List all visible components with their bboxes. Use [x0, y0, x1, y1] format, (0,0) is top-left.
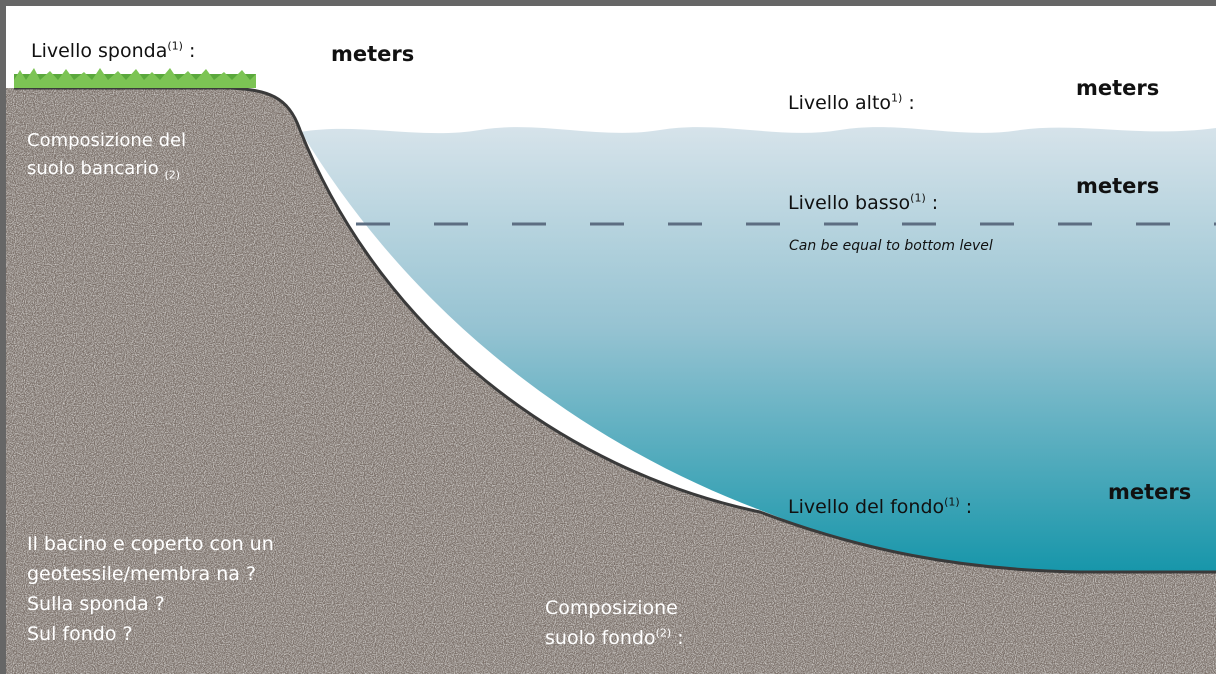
ground-soil — [6, 88, 1216, 674]
grass-strip — [14, 68, 256, 88]
low-level-note: Can be equal to bottom level — [789, 238, 993, 254]
low-level-unit: meters — [1076, 174, 1160, 198]
bottom-level-unit: meters — [1108, 480, 1192, 504]
bank-level-colon: : — [182, 40, 196, 62]
bank-level-note-ref: (1) — [167, 39, 183, 53]
bank-soil-line2: suolo bancario — [27, 158, 159, 179]
water-body — [300, 127, 1216, 572]
geotextile-question: Il bacino e coperto con un geotessile/me… — [27, 529, 274, 649]
geotextile-question-line2: geotessile/membra na ? — [27, 563, 257, 585]
bank-level-text: Livello sponda — [31, 40, 168, 62]
bottom-level-label: Livello del fondo(1) : — [788, 496, 972, 519]
high-level-text: Livello alto — [788, 92, 892, 114]
geotextile-on-bottom-question: Sul fondo ? — [27, 623, 133, 645]
bottom-level-note-ref: (1) — [944, 495, 960, 509]
bank-level-label: Livello sponda(1) : — [31, 40, 195, 63]
bottom-level-colon: : — [959, 496, 973, 518]
bank-level-unit: meters — [331, 42, 415, 66]
bottom-soil-line1: Composizione — [545, 597, 678, 619]
low-level-text: Livello basso — [788, 192, 911, 214]
low-level-colon: : — [925, 192, 939, 214]
high-level-unit: meters — [1076, 76, 1160, 100]
bank-soil-label: Composizione del suolo bancario (2) — [27, 127, 186, 183]
ground-outline — [14, 86, 1216, 574]
low-level-note-ref: (1) — [910, 191, 926, 205]
bank-soil-note-ref: (2) — [164, 168, 181, 182]
high-level-label: Livello alto1) : — [788, 92, 915, 115]
bank-soil-line1: Composizione del — [27, 130, 187, 151]
geotextile-question-line1: Il bacino e coperto con un — [27, 533, 274, 555]
bottom-soil-colon: : — [671, 627, 684, 649]
high-level-note-ref: 1) — [891, 91, 903, 105]
bottom-soil-line2: suolo fondo — [545, 627, 656, 649]
bottom-soil-note-ref: (2) — [655, 626, 672, 640]
bottom-level-text: Livello del fondo — [788, 496, 945, 518]
bottom-soil-label: Composizione suolo fondo(2) : — [545, 593, 684, 653]
low-level-label: Livello basso(1) : — [788, 192, 938, 215]
high-level-colon: : — [902, 92, 915, 114]
geotextile-on-bank-question: Sulla sponda ? — [27, 593, 165, 615]
